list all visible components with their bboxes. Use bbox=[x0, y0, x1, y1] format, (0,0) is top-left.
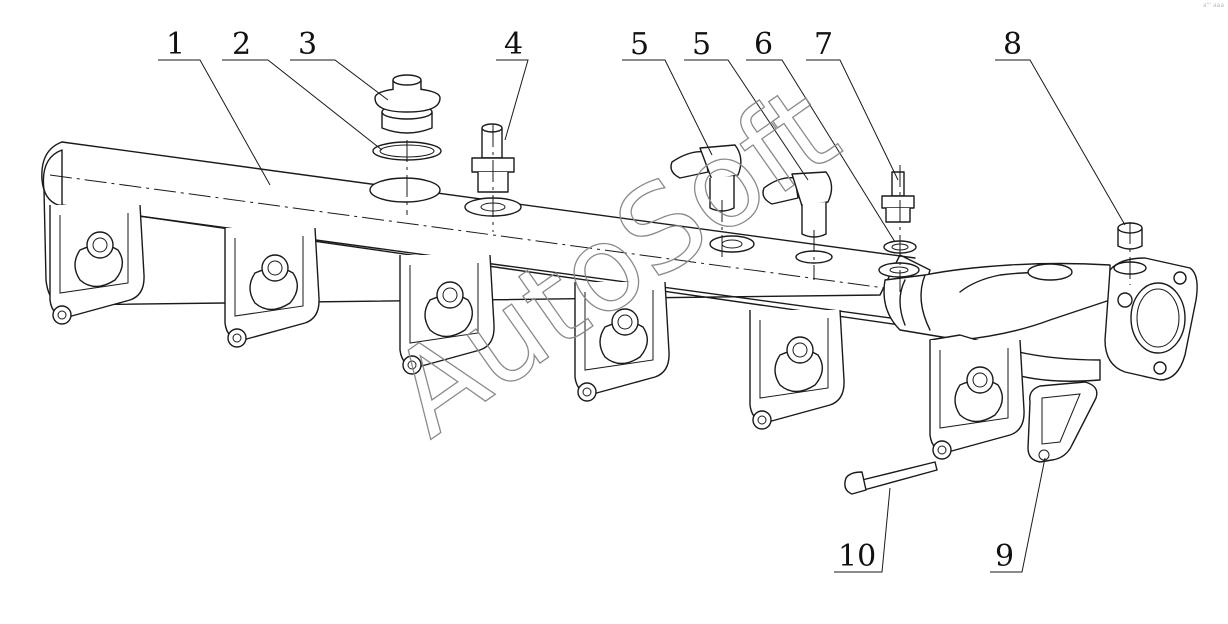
callout-2: 2 bbox=[232, 27, 251, 62]
foot-5 bbox=[749, 309, 845, 430]
callout-1: 1 bbox=[166, 27, 185, 62]
foot-1 bbox=[49, 204, 145, 325]
foot-3 bbox=[399, 254, 495, 375]
callout-10: 10 bbox=[838, 539, 876, 574]
callout-7: 7 bbox=[814, 27, 833, 62]
leader-lines bbox=[158, 59, 1131, 573]
callout-9: 9 bbox=[995, 539, 1014, 574]
bolt-part-10 bbox=[844, 461, 938, 495]
straight-fitting-part-4 bbox=[471, 123, 515, 193]
callout-4: 4 bbox=[504, 27, 523, 62]
corner-mark: a"' aaa bbox=[1202, 2, 1224, 9]
callout-5a: 5 bbox=[630, 27, 649, 62]
elbow-fitting-part-5a bbox=[670, 144, 742, 212]
mounting-feet bbox=[49, 204, 1025, 460]
gasket-part-9 bbox=[1027, 381, 1098, 463]
foot-2 bbox=[224, 227, 320, 348]
callout-5b: 5 bbox=[692, 27, 711, 62]
hose-nipple-part-7 bbox=[881, 171, 915, 223]
foot-6 bbox=[929, 339, 1025, 460]
foot-4 bbox=[574, 281, 670, 402]
callout-8: 8 bbox=[1003, 27, 1022, 62]
plug-bolt-part-3 bbox=[374, 74, 441, 134]
callout-3: 3 bbox=[298, 27, 317, 62]
callout-6: 6 bbox=[754, 27, 773, 62]
callout-labels: 1 2 3 4 5 5 6 7 8 9 10 bbox=[166, 27, 1022, 574]
